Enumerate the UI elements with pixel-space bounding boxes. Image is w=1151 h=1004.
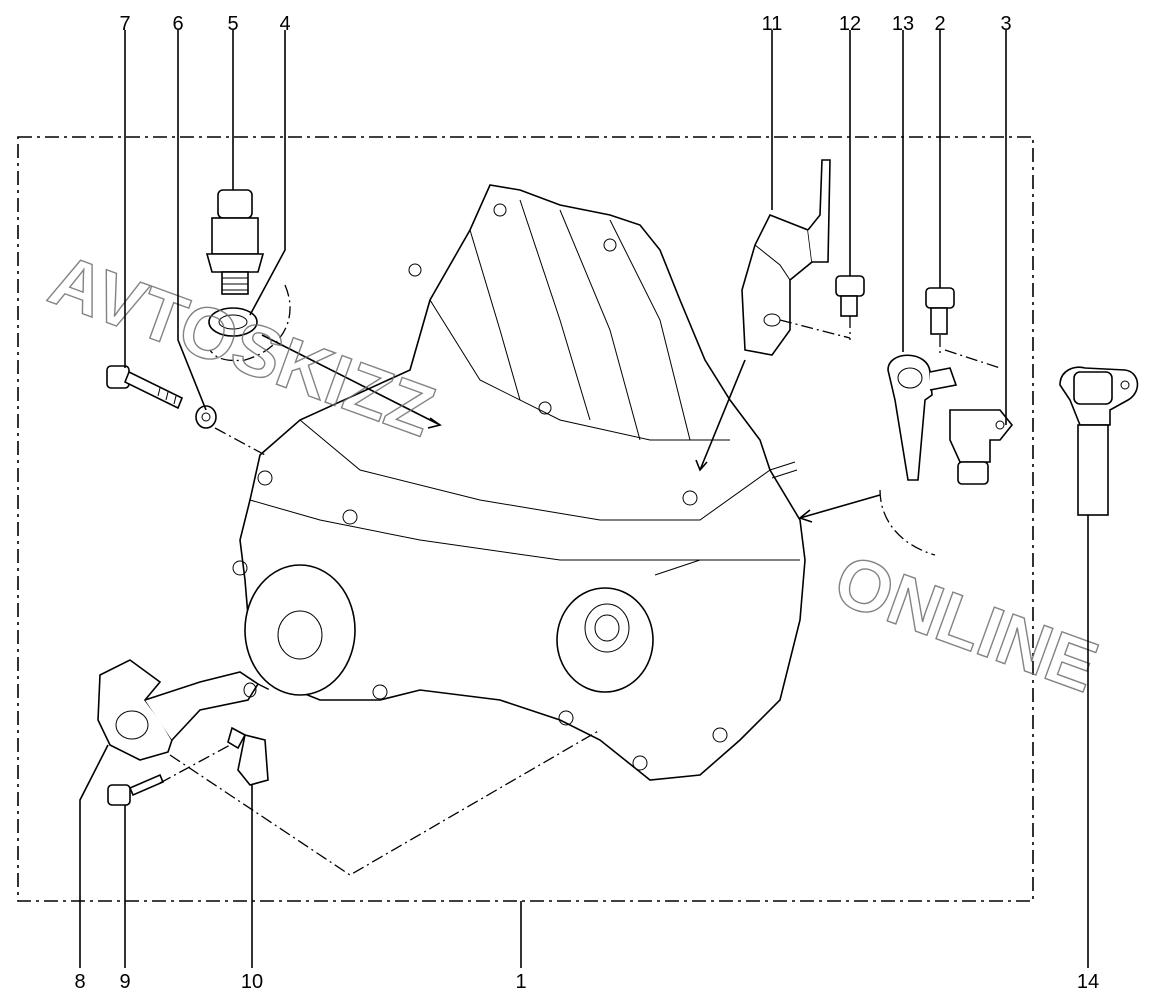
callout-11: 11 bbox=[762, 13, 783, 35]
callout-1: 1 bbox=[515, 971, 526, 993]
small-washer bbox=[195, 405, 217, 429]
harness-bracket bbox=[741, 159, 831, 356]
bracket-bolt-lower bbox=[107, 773, 165, 806]
bracket-bolt bbox=[835, 275, 865, 317]
watermark-line2: ONLINE bbox=[825, 540, 1108, 708]
pressure-switch bbox=[205, 189, 265, 295]
callout-4: 4 bbox=[279, 13, 290, 35]
retaining-clip bbox=[227, 726, 269, 786]
sealing-washer bbox=[208, 307, 258, 337]
gearbox-housing bbox=[232, 184, 806, 781]
callout-labels: 7 6 5 4 11 12 13 2 3 8 9 10 1 14 bbox=[74, 13, 1099, 993]
sensor-bolt bbox=[925, 287, 955, 335]
callout-10: 10 bbox=[241, 971, 263, 993]
callout-7: 7 bbox=[119, 13, 130, 35]
callout-13: 13 bbox=[892, 13, 914, 35]
mount-bracket bbox=[97, 659, 260, 761]
callout-5: 5 bbox=[227, 13, 238, 35]
callout-2: 2 bbox=[934, 13, 945, 35]
assembly-frame bbox=[17, 136, 1034, 902]
callout-6: 6 bbox=[172, 13, 183, 35]
callout-3: 3 bbox=[1000, 13, 1011, 35]
speed-sensor bbox=[887, 354, 958, 481]
reverse-switch bbox=[949, 409, 1014, 485]
leader-lines bbox=[79, 30, 1089, 968]
external-sensor bbox=[1059, 366, 1139, 516]
callout-14: 14 bbox=[1077, 971, 1099, 993]
long-bolt bbox=[106, 365, 184, 410]
callout-12: 12 bbox=[839, 13, 861, 35]
callout-8: 8 bbox=[74, 971, 85, 993]
callout-9: 9 bbox=[119, 971, 130, 993]
